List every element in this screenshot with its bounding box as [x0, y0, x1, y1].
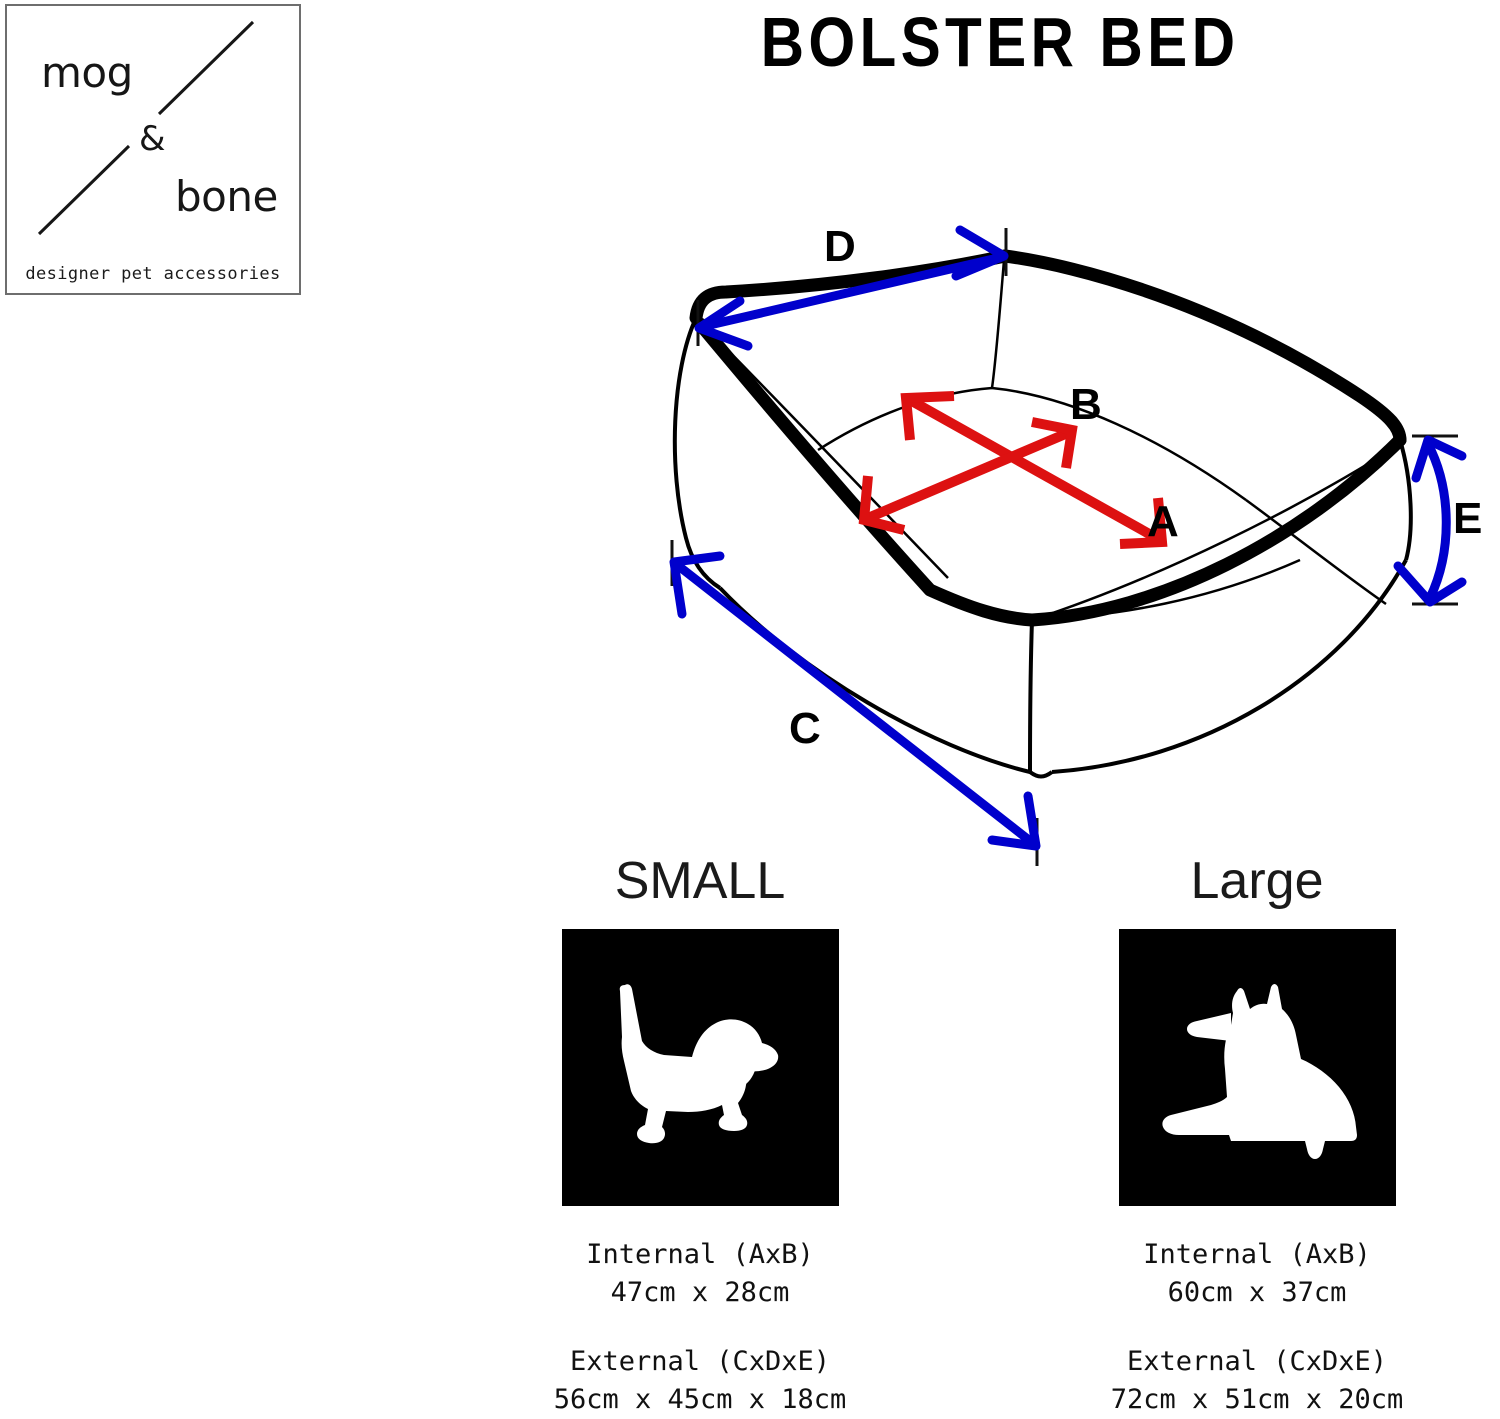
logo-ampersand: &	[139, 119, 166, 159]
internal-value-small: 47cm x 28cm	[610, 1277, 790, 1309]
brand-logo-box: mog & bone designer pet accessories	[5, 4, 301, 295]
logo-word-bone: bone	[175, 172, 278, 221]
dimension-arrow-A	[900, 391, 1168, 549]
dimension-label-B: B	[1070, 380, 1102, 429]
spec-block-large: Internal (AxB) 60cm x 37cm External (CxD…	[1047, 1236, 1467, 1419]
dog-silhouette-tile-large	[1118, 929, 1396, 1206]
size-panel-large: Large Internal (AxB) 60cm x 37cm Externa…	[1047, 855, 1467, 1419]
external-dimension-arrows	[669, 225, 1467, 866]
dimension-label-D: D	[824, 222, 856, 271]
size-heading-large: Large	[1190, 852, 1324, 910]
page-title: BOLSTER BED	[760, 3, 1240, 81]
dimension-arrow-C	[669, 551, 1041, 851]
dimension-arrow-D	[694, 225, 1009, 351]
bed-outer-body	[672, 317, 1413, 779]
dog-silhouette-tile-small	[561, 929, 839, 1206]
internal-label-large: Internal (AxB)	[1143, 1239, 1371, 1270]
dimension-label-E: E	[1453, 494, 1483, 543]
internal-label-small: Internal (AxB)	[586, 1239, 814, 1270]
logo-word-mog: mog	[41, 48, 133, 97]
dimension-arrow-E	[1393, 435, 1467, 607]
dimension-label-C: C	[789, 704, 821, 753]
logo-tagline: designer pet accessories	[25, 264, 281, 284]
size-heading-small: SMALL	[614, 852, 786, 910]
bolster-bed-illustration	[669, 225, 1467, 866]
external-label-small: External (CxDxE)	[569, 1345, 831, 1377]
size-panel-small: SMALL Internal (AxB) 47cm x 28cm Externa…	[490, 855, 910, 1419]
spec-spacer	[490, 1313, 910, 1343]
spec-block-small: Internal (AxB) 47cm x 28cm External (CxD…	[490, 1236, 910, 1419]
external-value-large: 72cm x 51cm x 20cm	[1110, 1383, 1404, 1415]
dimension-label-A: A	[1147, 497, 1179, 546]
bed-inner-contours	[703, 259, 1401, 622]
spec-spacer	[1047, 1313, 1467, 1343]
external-value-small: 56cm x 45cm x 18cm	[553, 1383, 847, 1415]
external-label-large: External (CxDxE)	[1126, 1345, 1388, 1377]
dimension-arrow-B	[858, 417, 1078, 535]
internal-dimension-arrows	[858, 391, 1168, 549]
basset-hound-standing-icon	[619, 984, 778, 1144]
internal-value-large: 60cm x 37cm	[1167, 1277, 1347, 1309]
logo-diagonal-stroke	[37, 20, 255, 236]
great-dane-lying-icon	[1161, 984, 1357, 1159]
bolster-rim	[689, 249, 1407, 627]
